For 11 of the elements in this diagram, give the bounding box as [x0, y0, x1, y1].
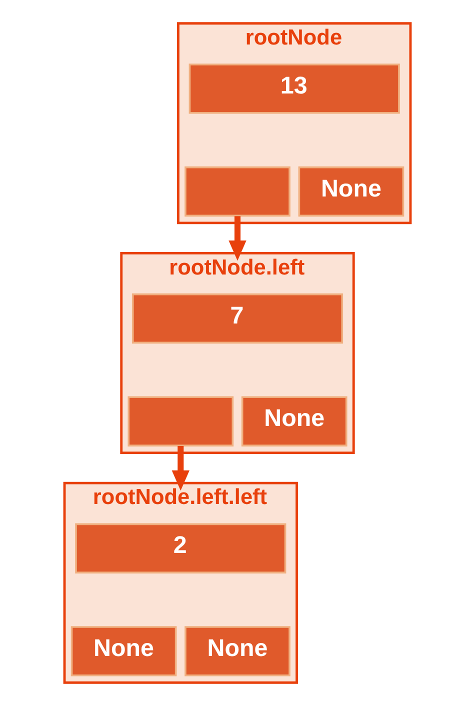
- node-box: None: [184, 626, 290, 676]
- node-box: None: [70, 626, 176, 676]
- arrow: [228, 216, 246, 261]
- node-box: 13: [188, 64, 400, 114]
- node-box: [184, 166, 290, 217]
- arrow: [171, 446, 189, 491]
- node-box: 2: [74, 523, 286, 574]
- node-box: 7: [131, 293, 343, 344]
- node-box: [127, 396, 234, 446]
- node-box: None: [298, 166, 404, 217]
- node-box: None: [240, 396, 347, 446]
